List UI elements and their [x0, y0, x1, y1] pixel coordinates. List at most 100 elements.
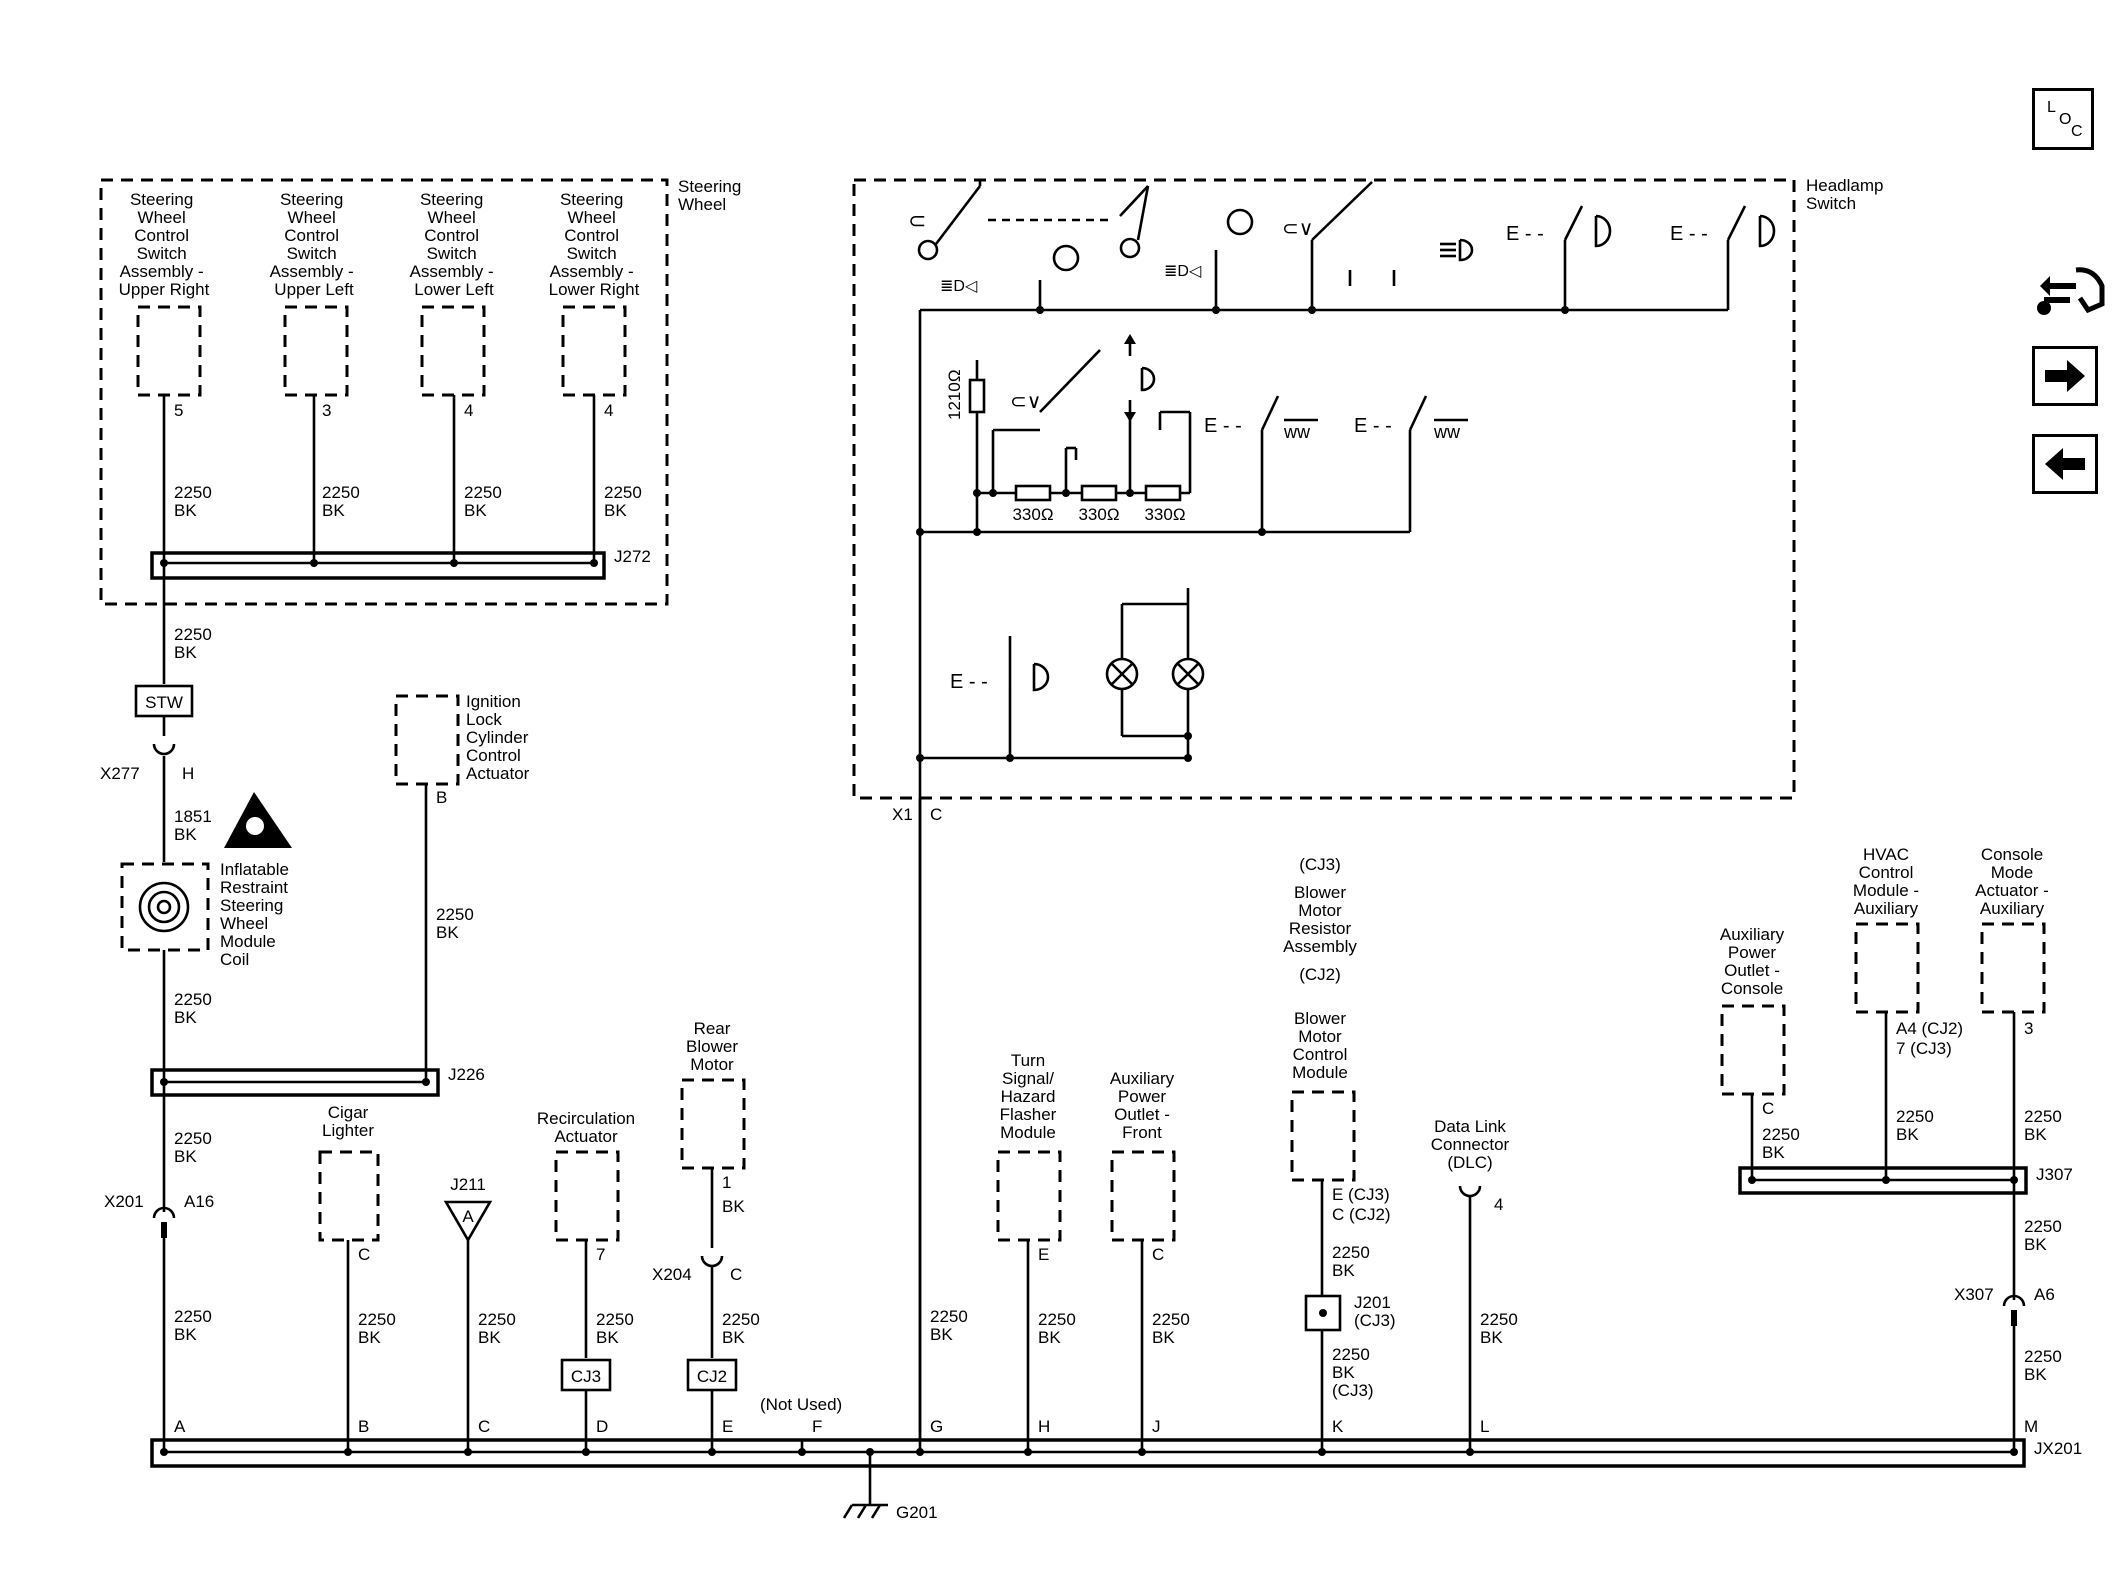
- svg-text:BK: BK: [1896, 1125, 1919, 1144]
- loc-letter-o: O: [2059, 111, 2072, 128]
- svg-text:C (CJ2): C (CJ2): [1332, 1205, 1391, 1224]
- svg-text:E: E: [1038, 1245, 1049, 1264]
- jx201-junction-h: [1024, 1448, 1032, 1456]
- svg-text:330Ω: 330Ω: [1144, 505, 1185, 524]
- svg-text:BK: BK: [604, 501, 627, 520]
- switch-upper-left: Steering Wheel Control Switch Assembly -…: [270, 190, 360, 520]
- svg-text:BK: BK: [2024, 1235, 2047, 1254]
- svg-text:2250: 2250: [1332, 1345, 1370, 1364]
- svg-text:A6: A6: [2034, 1285, 2055, 1304]
- jx201-junction-f: [798, 1448, 806, 1456]
- svg-text:2250: 2250: [604, 483, 642, 502]
- splice-j272: J272: [150, 547, 651, 580]
- svg-text:J201: J201: [1354, 1293, 1391, 1312]
- svg-text:2250: 2250: [174, 625, 212, 644]
- steering-wires: [162, 395, 596, 563]
- svg-text:2250: 2250: [436, 905, 474, 924]
- svg-text:Steering Wheel Con: Steering Wheel Control Switch Assembly -…: [119, 190, 210, 299]
- svg-text:CJ3: CJ3: [571, 1367, 601, 1386]
- forward-button[interactable]: [2032, 346, 2098, 406]
- svg-text:A16: A16: [184, 1192, 214, 1211]
- svg-text:5: 5: [174, 401, 183, 420]
- svg-text:BK: BK: [174, 1325, 197, 1344]
- svg-text:C: C: [1152, 1245, 1164, 1264]
- svg-text:BK: BK: [174, 1008, 197, 1027]
- svg-text:G201: G201: [896, 1503, 938, 1522]
- switch-lower-left: Steering Wheel Control Switch Assembly -…: [410, 190, 502, 520]
- svg-text:X1: X1: [892, 805, 913, 824]
- svg-text:330Ω: 330Ω: [1078, 505, 1119, 524]
- svg-text:2250: 2250: [930, 1307, 968, 1326]
- svg-text:E (CJ3): E (CJ3): [1332, 1185, 1390, 1204]
- svg-text:(CJ2): (CJ2): [1299, 965, 1341, 984]
- svg-text:Steering Wheel Con: Steering Wheel Control Switch Assembly -…: [410, 190, 499, 299]
- jx201-pin-g: G: [930, 1417, 943, 1436]
- jx201-junction-j: [1138, 1448, 1146, 1456]
- svg-text:2250: 2250: [1332, 1243, 1370, 1262]
- wrench-car-icon[interactable]: [2036, 260, 2108, 326]
- svg-text:B: B: [436, 788, 447, 807]
- svg-text:1210Ω: 1210Ω: [945, 369, 964, 420]
- jx201-junction-m: [2010, 1448, 2018, 1456]
- jx201-pin-h: H: [1038, 1417, 1050, 1436]
- jx201-pin-a: A: [174, 1417, 186, 1436]
- svg-text:BK: BK: [1332, 1261, 1355, 1280]
- svg-text:(CJ3): (CJ3): [1332, 1381, 1374, 1400]
- svg-text:J226: J226: [448, 1065, 485, 1084]
- svg-text:BK: BK: [1152, 1328, 1175, 1347]
- jx201-junction-d: [582, 1448, 590, 1456]
- svg-text:Steering Wheel Con: Steering Wheel Control Switch Assembly -…: [549, 190, 640, 299]
- svg-text:JX201: JX201: [2034, 1439, 2082, 1458]
- svg-text:Inflatable Restraint: Inflatable Restraint Steering Wheel Modu…: [220, 860, 294, 969]
- x201-connector: 2250 BK X201 A16 2250 BK: [104, 1082, 214, 1452]
- svg-text:Ignition Lock Cyli: Ignition Lock Cylinder Control Actuator: [466, 692, 533, 783]
- svg-text:2250: 2250: [2024, 1217, 2062, 1236]
- svg-text:H: H: [182, 764, 194, 783]
- loc-letter-l: L: [2047, 99, 2056, 116]
- svg-text:2250: 2250: [1762, 1125, 1800, 1144]
- svg-text:BK: BK: [174, 825, 197, 844]
- svg-text:X307: X307: [1954, 1285, 1994, 1304]
- loc-button[interactable]: L O C: [2032, 88, 2094, 150]
- back-button[interactable]: [2032, 434, 2098, 494]
- svg-text:4: 4: [604, 401, 613, 420]
- svg-text:CJ2: CJ2: [697, 1367, 727, 1386]
- svg-text:3: 3: [322, 401, 331, 420]
- svg-text:Steering Wheel Con: Steering Wheel Control Switch Assembly -…: [270, 190, 359, 299]
- svg-text:BK: BK: [464, 501, 487, 520]
- svg-text:3: 3: [2024, 1019, 2033, 1038]
- svg-text:4: 4: [464, 401, 473, 420]
- jx201-pin-e: E: [722, 1417, 733, 1436]
- svg-text:BK: BK: [722, 1197, 745, 1216]
- arrow-right-icon: [2045, 360, 2085, 392]
- svg-text:2250: 2250: [1038, 1310, 1076, 1329]
- svg-text:BK: BK: [436, 923, 459, 942]
- ignition-lock-actuator: Ignition Lock Cylinder Control Actuator …: [394, 692, 533, 1082]
- splice-j307: J307: [1738, 1165, 2073, 1195]
- svg-text:E - -: E - -: [1506, 223, 1544, 245]
- svg-text:2250: 2250: [2024, 1347, 2062, 1366]
- x307-connector: 2250 BK X307 A6 2250 BK: [1954, 1180, 2062, 1452]
- ground-g201: G201: [842, 1448, 938, 1522]
- svg-text:(CJ3): (CJ3): [1354, 1311, 1396, 1330]
- svg-text:4: 4: [1494, 1195, 1503, 1214]
- svg-text:2250: 2250: [358, 1310, 396, 1329]
- svg-text:⊂∨: ⊂∨: [1010, 391, 1041, 413]
- arrow-left-icon: [2045, 448, 2085, 480]
- svg-text:1851: 1851: [174, 807, 212, 826]
